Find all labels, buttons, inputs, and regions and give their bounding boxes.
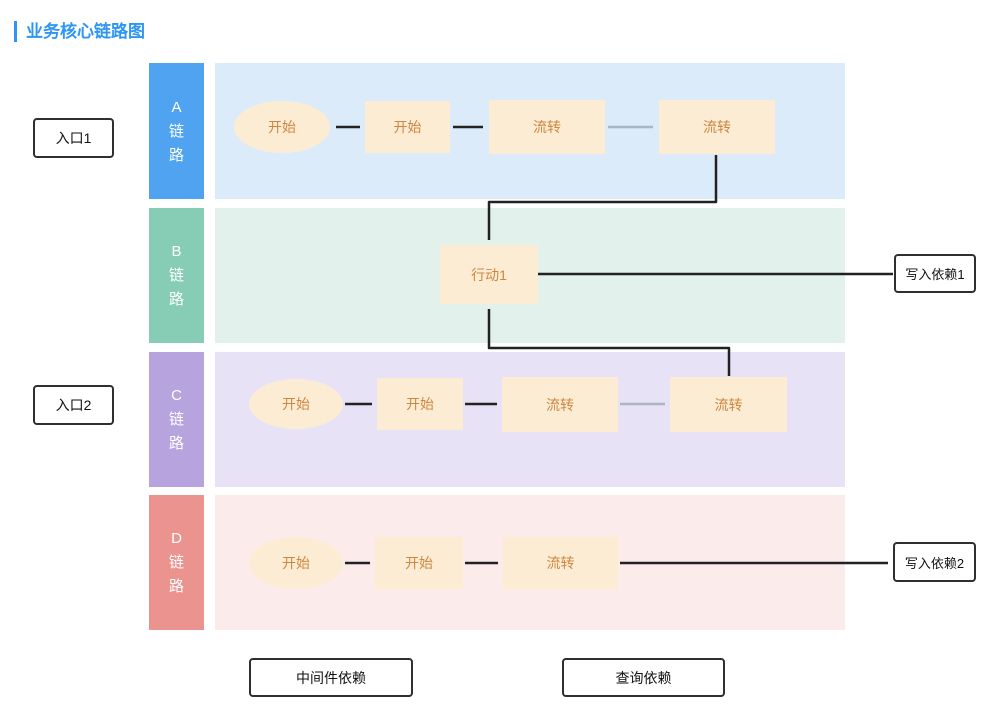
lane-a-label-char: 路 (168, 146, 184, 164)
lane-a-label: A 链 路 (149, 63, 204, 199)
lane-d-label-char: D (171, 530, 182, 547)
lane-b-label-char: 链 (168, 267, 184, 284)
write-dependency2-box: 写入依赖2 (893, 542, 976, 582)
flow-node-transfer: 流转 (489, 100, 605, 154)
flow-node-start: 开始 (375, 537, 463, 589)
lane-b-label-char: B (171, 243, 182, 260)
lane-b-label: B 链 路 (149, 208, 204, 343)
entry1-box: 入口1 (33, 118, 114, 158)
flow-node-transfer: 流转 (659, 100, 775, 154)
lane-d-label-char: 路 (168, 578, 184, 595)
lane-a-label-char: 链 (168, 122, 184, 140)
entry2-box: 入口2 (33, 385, 114, 425)
legend-query-dependency-box: 查询依赖 (562, 658, 725, 697)
flow-node-start: 开始 (377, 378, 463, 430)
flow-node-start-ellipse: 开始 (249, 537, 343, 589)
lane-c-label: C 链 路 (149, 352, 204, 487)
lane-a-label-char: A (171, 98, 182, 116)
page-title: 业务核心链路图 (14, 21, 145, 42)
flow-node-transfer: 流转 (503, 537, 618, 589)
lane-d-label: D 链 路 (149, 495, 204, 630)
flow-node-transfer: 流转 (670, 377, 787, 432)
lane-b-label-char: 路 (168, 291, 184, 308)
lane-d-label-char: 链 (168, 554, 184, 571)
flow-node-start-ellipse: 开始 (234, 101, 330, 153)
flow-node-start: 开始 (365, 101, 450, 153)
flow-node-transfer: 流转 (502, 377, 618, 432)
write-dependency1-box: 写入依赖1 (894, 254, 976, 293)
lane-c-label-char: 链 (168, 411, 184, 428)
lane-c-label-char: C (171, 387, 182, 404)
flow-node-start-ellipse: 开始 (249, 379, 343, 429)
flow-node-action1: 行动1 (440, 245, 538, 304)
legend-middleware-dependency-box: 中间件依赖 (249, 658, 413, 697)
lane-c-label-char: 路 (168, 435, 184, 452)
